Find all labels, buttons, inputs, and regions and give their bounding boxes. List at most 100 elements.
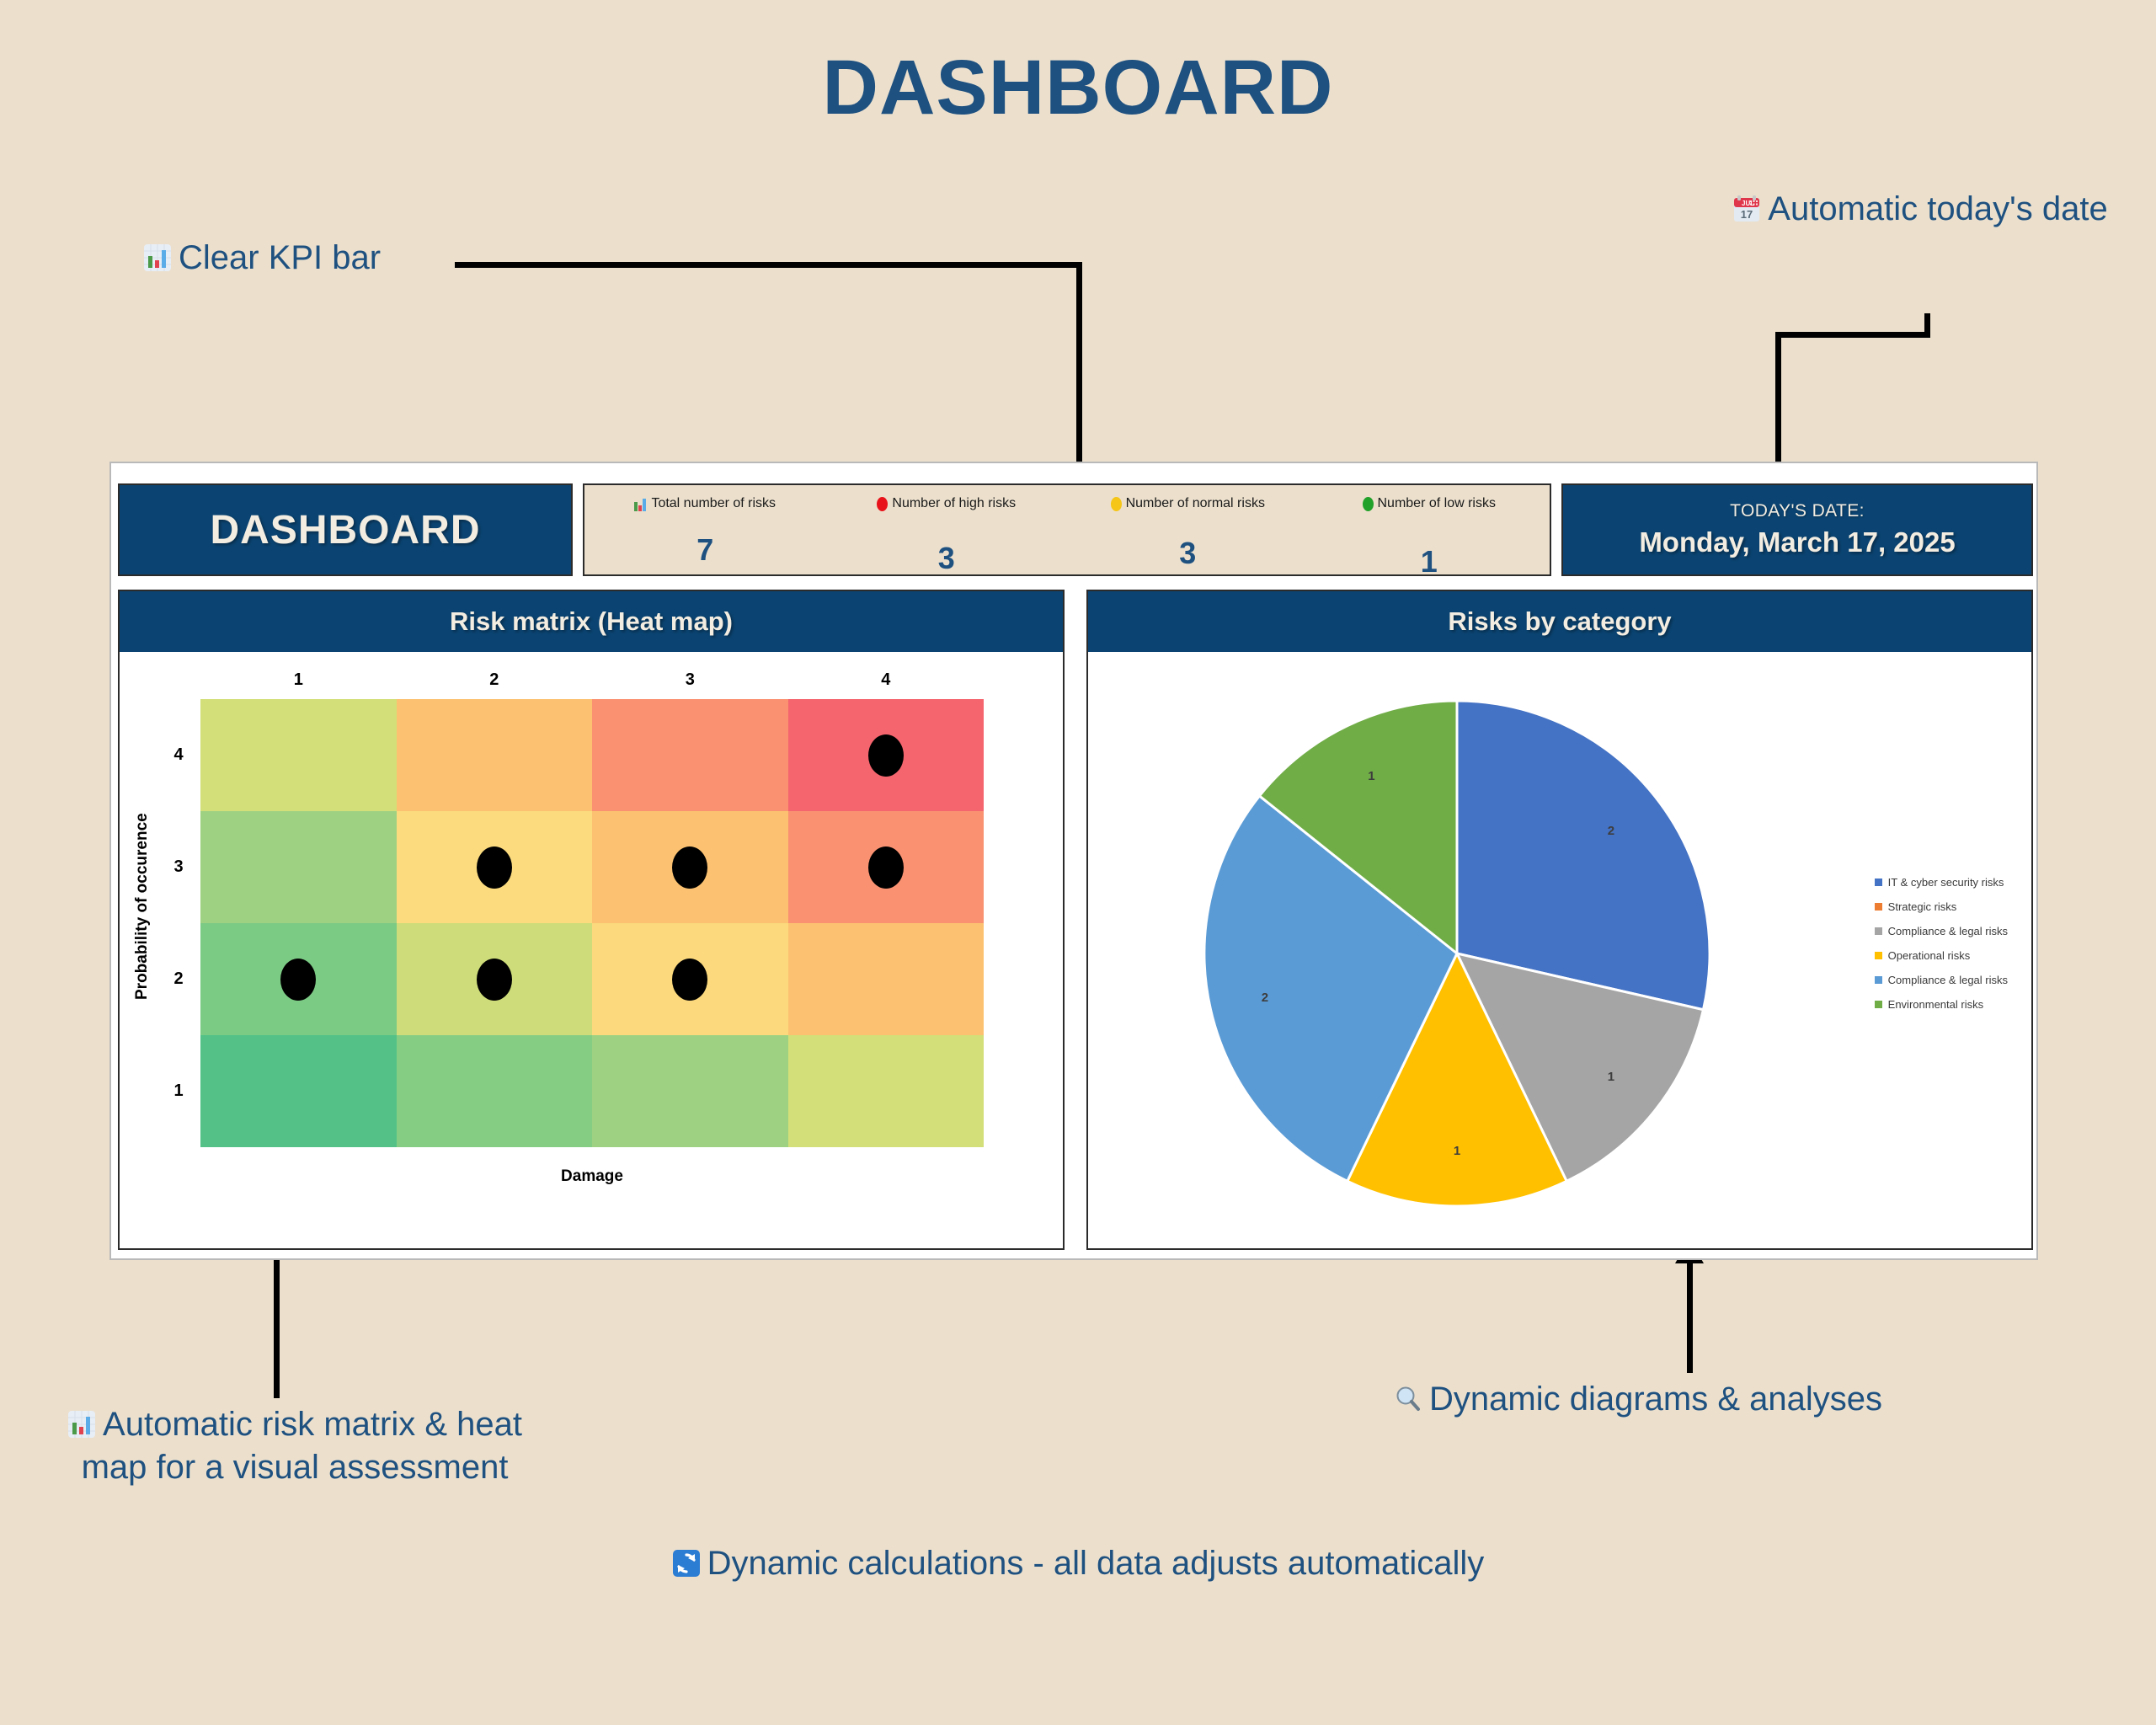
pie-slice[interactable] — [1454, 951, 1705, 1183]
legend-swatch — [1874, 952, 1882, 959]
dashboard-title-label: DASHBOARD — [210, 507, 481, 553]
heatmap-cell — [592, 923, 788, 1035]
legend-item[interactable]: Environmental risks — [1874, 998, 2008, 1011]
annotation-date-label: Automatic today's date — [1768, 190, 2108, 227]
heatmap-x-tick: 4 — [881, 670, 891, 689]
panel-risk-matrix-body: Probability of occurence 4 3 2 1 1 2 3 4 — [120, 652, 1063, 1248]
connector-date-horizontal — [1775, 332, 1930, 338]
bar-chart-icon — [67, 1408, 96, 1448]
kpi-normal-risks[interactable]: Number of normal risks 3 — [1067, 485, 1309, 574]
legend-item[interactable]: Operational risks — [1874, 949, 2008, 962]
kpi-low-risks-value: 1 — [1420, 544, 1438, 579]
kpi-bar: Total number of risks 7 Number of high r… — [583, 483, 1551, 579]
kpi-total-risks-label: Total number of risks — [651, 496, 776, 510]
page-title: DASHBOARD — [822, 45, 1334, 131]
heatmap-cell — [396, 811, 592, 923]
legend-label: Operational risks — [1887, 949, 1971, 962]
legend-item[interactable]: IT & cyber security risks — [1874, 876, 2008, 889]
connector-diagrams-vertical — [1687, 1263, 1693, 1373]
connector-kpi-vertical — [1076, 262, 1082, 474]
kpi-low-risks-head: Number of low risks — [1309, 496, 1550, 511]
heatmap-y-tick: 1 — [173, 1081, 184, 1100]
heatmap-cell — [787, 923, 984, 1035]
legend-label: Strategic risks — [1887, 900, 1957, 913]
legend-label: Compliance & legal risks — [1887, 925, 2008, 937]
pie-slice[interactable] — [1203, 793, 1459, 1183]
magnifier-icon — [1394, 1383, 1422, 1423]
connector-kpi-horizontal — [455, 262, 1082, 268]
legend-label: Environmental risks — [1887, 998, 1984, 1011]
heatmap-y-tick: 3 — [173, 857, 184, 876]
dashboard-title-block: DASHBOARD — [118, 483, 573, 576]
heatmap-y-tick: 2 — [173, 969, 184, 988]
heatmap-cell — [787, 1035, 984, 1147]
heatmap-cell — [787, 699, 984, 811]
kpi-high-risks-label: Number of high risks — [892, 496, 1017, 510]
pie-slice[interactable] — [1257, 699, 1459, 957]
heatmap-cell — [396, 923, 592, 1035]
heatmap-risk-marker — [672, 958, 708, 1001]
legend-item[interactable]: Compliance & legal risks — [1874, 974, 2008, 986]
kpi-high-risks[interactable]: Number of high risks 3 — [826, 485, 1068, 575]
kpi-total-risks-value: 7 — [696, 532, 714, 567]
heatmap-risk-marker — [867, 846, 904, 889]
heatmap-cell — [592, 1035, 788, 1147]
calendar-icon: JUL 17 — [1732, 193, 1761, 232]
pie-slice[interactable] — [1345, 950, 1569, 1208]
kpi-total-risks-head: Total number of risks — [584, 496, 826, 511]
annotation-kpi-label: Clear KPI bar — [179, 239, 382, 276]
legend-label: Compliance & legal risks — [1887, 974, 2008, 986]
heatmap-grid — [200, 699, 984, 1147]
kpi-normal-risks-head: Number of normal risks — [1067, 496, 1309, 511]
heatmap-cell — [396, 699, 592, 811]
annotation-matrix: Automatic risk matrix & heat map for a v… — [34, 1405, 556, 1487]
legend-swatch — [1874, 1001, 1882, 1008]
pie-slice-label: 1 — [1454, 1144, 1460, 1158]
panel-risk-matrix-title: Risk matrix (Heat map) — [120, 591, 1063, 652]
pie-slice-label: 1 — [1608, 1070, 1614, 1084]
legend-label: IT & cyber security risks — [1887, 876, 2004, 889]
circle-icon-yellow — [1110, 496, 1122, 511]
svg-text:17: 17 — [1741, 208, 1753, 221]
heatmap-risk-marker — [280, 958, 317, 1001]
annotation-calculations-label: Dynamic calculations - all data adjusts … — [707, 1545, 1485, 1582]
svg-text:JUL: JUL — [1742, 200, 1754, 207]
kpi-normal-risks-value: 3 — [1179, 536, 1197, 570]
todays-date-value: Monday, March 17, 2025 — [1639, 526, 1956, 558]
connector-matrix-vertical — [274, 1146, 280, 1398]
heatmap: Probability of occurence 4 3 2 1 1 2 3 4 — [120, 652, 1063, 1248]
pie-slice-label: 2 — [1608, 824, 1614, 838]
todays-date-panel: TODAY'S DATE: Monday, March 17, 2025 — [1561, 483, 2033, 576]
connector-date-vertical — [1775, 332, 1781, 477]
panel-risk-matrix: Risk matrix (Heat map) Probability of oc… — [118, 590, 1065, 1250]
kpi-low-risks[interactable]: Number of low risks 1 — [1309, 485, 1550, 579]
heatmap-cell — [592, 699, 788, 811]
legend-swatch — [1874, 976, 1882, 984]
heatmap-risk-marker — [476, 846, 512, 889]
kpi-high-risks-value: 3 — [937, 541, 955, 575]
heatmap-x-tick: 2 — [489, 670, 499, 689]
heatmap-cell — [592, 811, 788, 923]
heatmap-y-axis-label: Probability of occurence — [133, 813, 151, 1000]
annotation-diagrams: Dynamic diagrams & analyses — [1394, 1380, 1882, 1423]
heatmap-y-ticks: 4 3 2 1 — [160, 699, 197, 1147]
kpi-normal-risks-label: Number of normal risks — [1125, 496, 1265, 510]
heatmap-y-tick: 4 — [173, 745, 184, 764]
heatmap-cell — [200, 699, 397, 811]
annotation-matrix-label: Automatic risk matrix & heat map for a v… — [81, 1406, 522, 1487]
kpi-total-risks[interactable]: Total number of risks 7 — [584, 485, 826, 574]
legend-swatch — [1874, 927, 1882, 935]
annotation-diagrams-label: Dynamic diagrams & analyses — [1429, 1381, 1882, 1418]
legend-item[interactable]: Compliance & legal risks — [1874, 925, 2008, 937]
pie-slice[interactable] — [1455, 699, 1711, 1012]
kpi-low-risks-label: Number of low risks — [1377, 496, 1496, 510]
bar-chart-icon — [634, 497, 647, 511]
pie-slice-label: 2 — [1262, 991, 1268, 1005]
heatmap-cell — [787, 811, 984, 923]
legend-item[interactable]: Strategic risks — [1874, 900, 2008, 913]
bar-chart-icon — [143, 242, 172, 281]
heatmap-x-axis-label: Damage — [561, 1167, 623, 1185]
